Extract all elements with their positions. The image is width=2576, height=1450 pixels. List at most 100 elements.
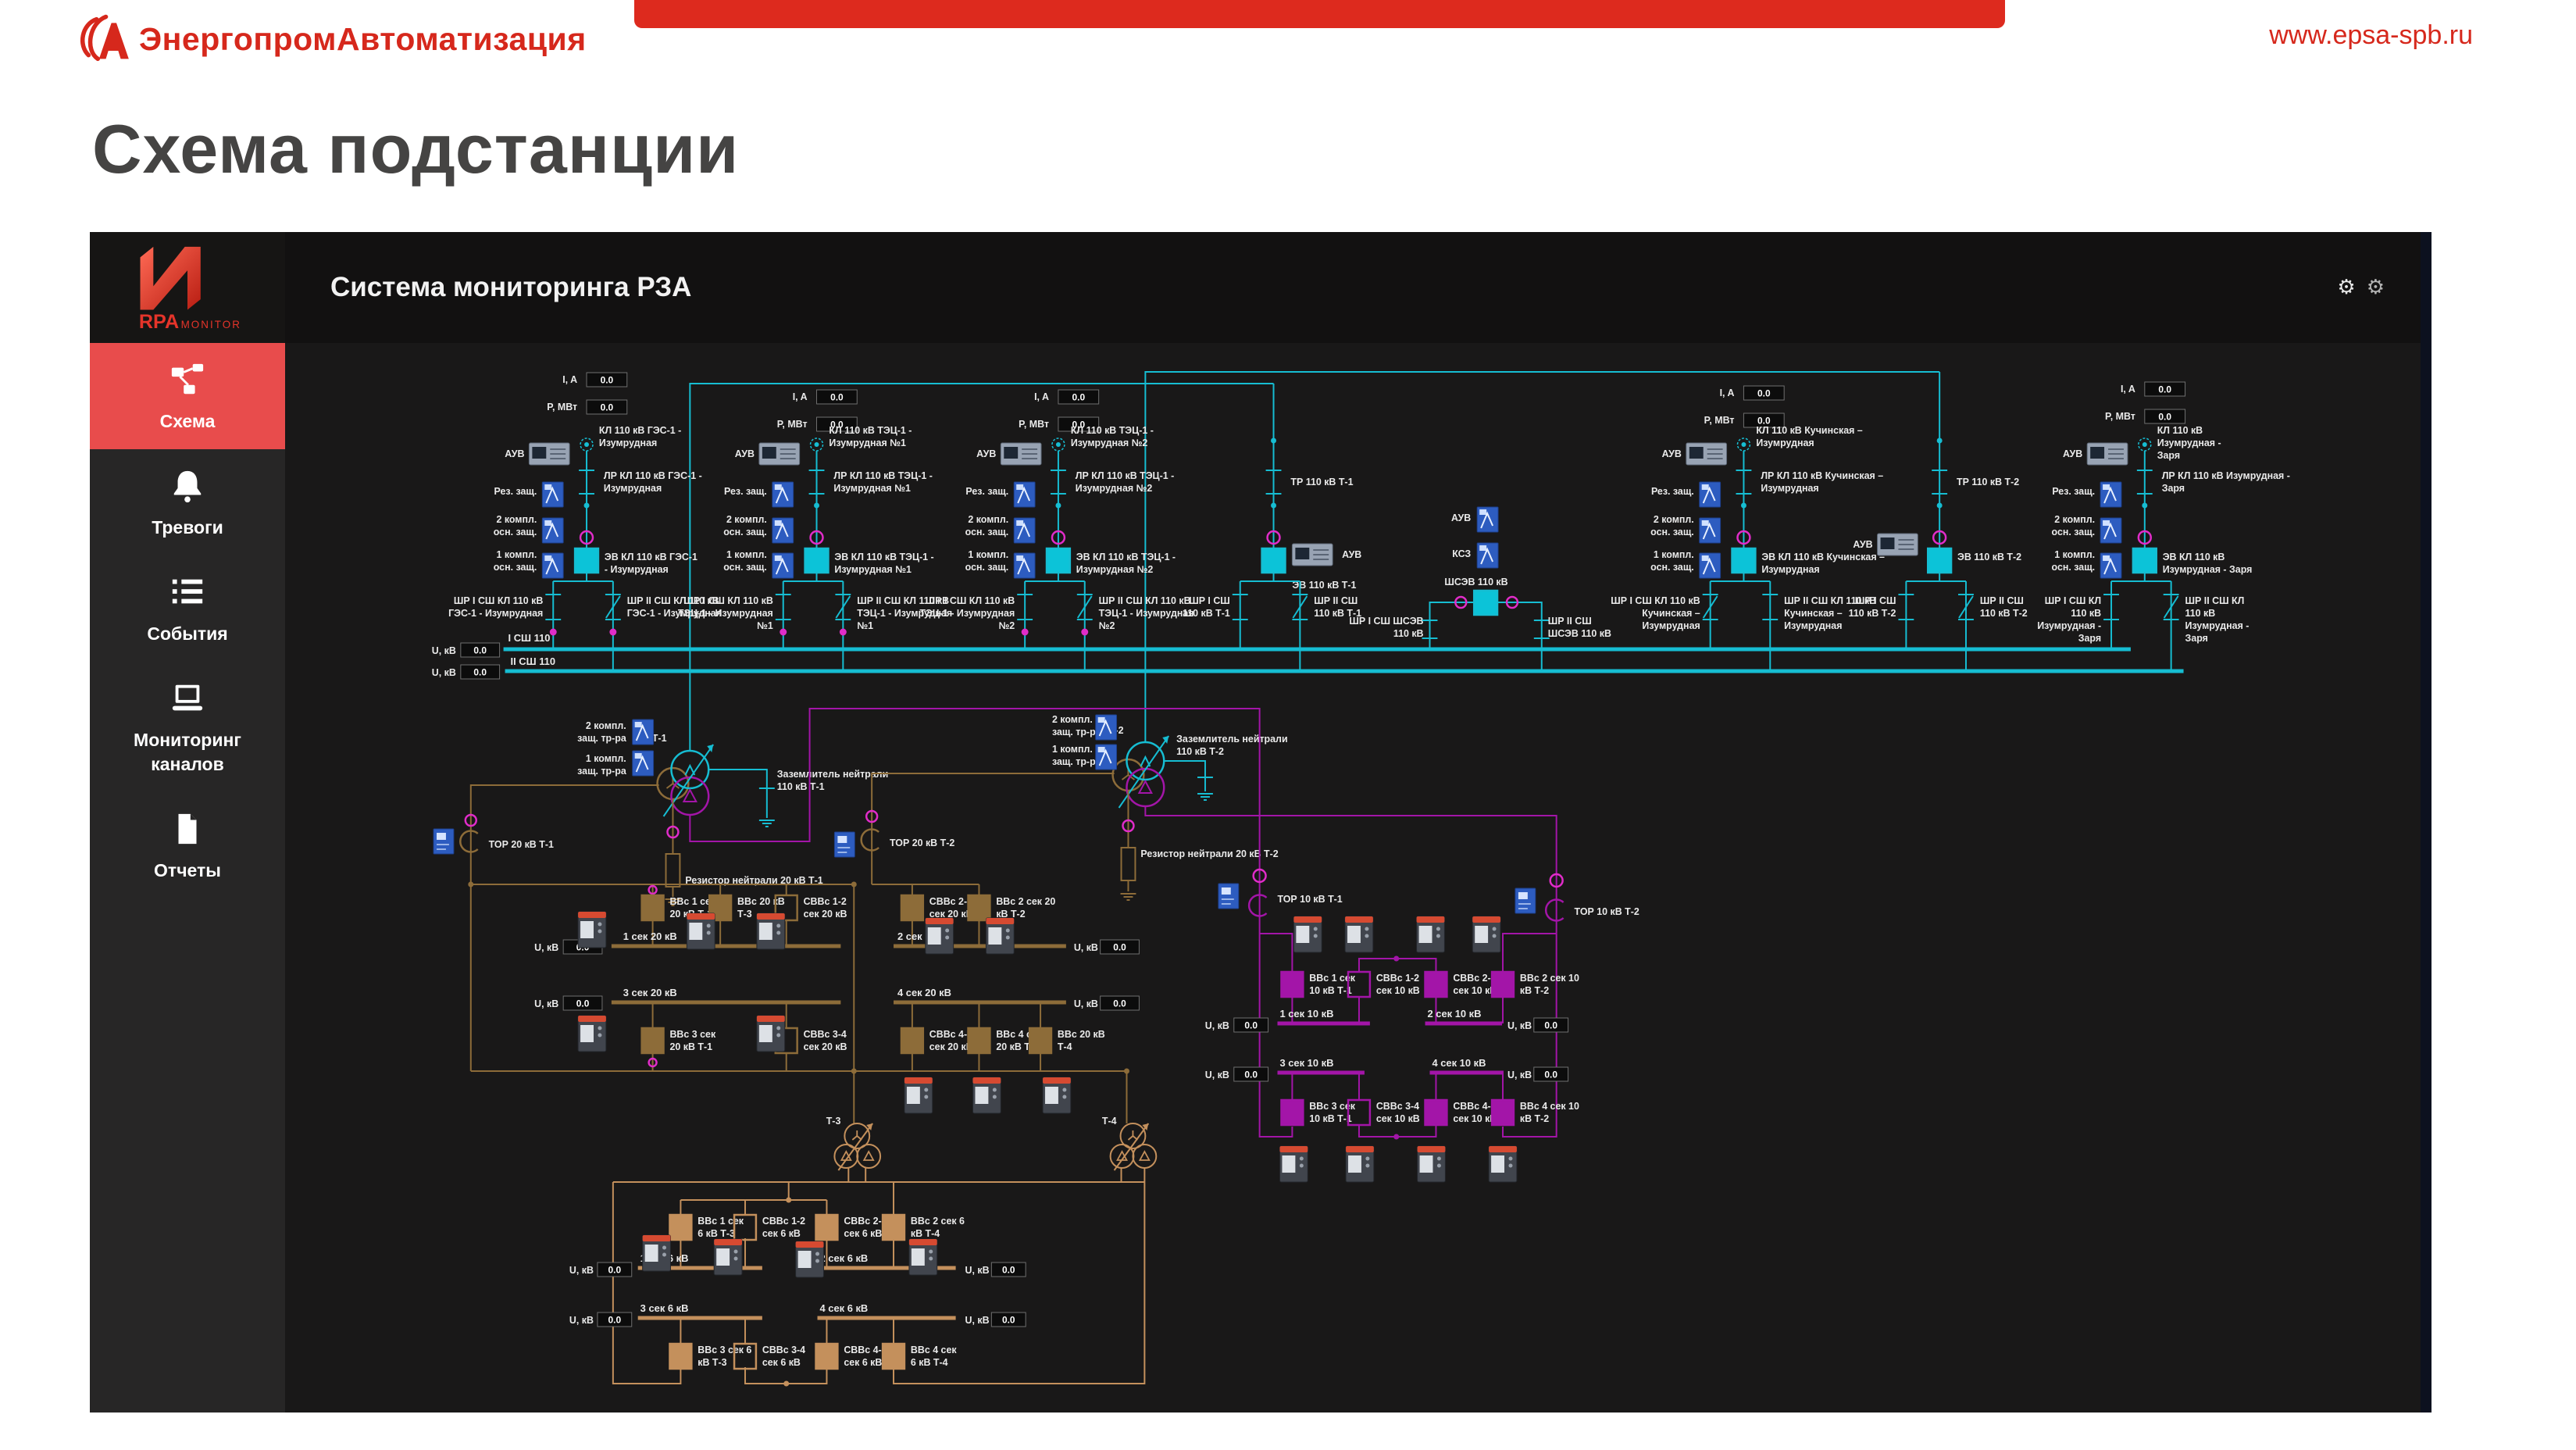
relay-device-bv[interactable]	[1095, 744, 1118, 770]
relay-device-bv[interactable]	[632, 719, 655, 745]
breaker-svvs21-10kv[interactable]	[1424, 970, 1448, 998]
breaker-vvs-20kv-t4[interactable]	[1028, 1027, 1053, 1055]
breaker-vvs4-6kv[interactable]	[881, 1342, 906, 1370]
relay-device-r[interactable]	[642, 1234, 671, 1272]
gear-outline-icon[interactable]: ⚙	[2366, 276, 2385, 299]
breaker-vvs2-6kv[interactable]	[881, 1213, 906, 1241]
relay-device-bv[interactable]	[772, 481, 794, 508]
breaker-svvs12-10kv[interactable]	[1347, 970, 1372, 998]
relay-device-bs[interactable]	[1515, 888, 1536, 914]
ground-symbol	[665, 898, 681, 906]
breaker-vvs3-6kv[interactable]	[669, 1342, 693, 1370]
breaker-bay-tr110-t1[interactable]	[1261, 547, 1286, 574]
breaker-svvs43-20kv[interactable]	[900, 1027, 925, 1055]
relay-device-bv[interactable]	[1013, 552, 1036, 579]
relay-device-bv[interactable]	[2100, 552, 2122, 579]
sidebar-item-schema[interactable]: Схема	[90, 343, 285, 450]
breaker-bay-kl110-kuchinskaya[interactable]	[1731, 547, 1757, 574]
relay-device-r[interactable]	[795, 1241, 824, 1278]
relay-device-bv[interactable]	[1476, 506, 1499, 533]
relay-device-bv[interactable]	[1699, 481, 1721, 508]
breaker-svvs12-20kv[interactable]	[774, 894, 798, 922]
relay-device-r[interactable]	[1042, 1077, 1072, 1114]
breaker-vvs1-10kv[interactable]	[1280, 970, 1304, 998]
relay-device-bv[interactable]	[541, 552, 564, 579]
transformer-t4	[1109, 1123, 1158, 1171]
breaker-bay-tr110-t2[interactable]	[1926, 547, 1953, 574]
relay-device-r[interactable]	[925, 917, 954, 955]
relay-device-r[interactable]	[756, 1015, 786, 1052]
relay-device-r[interactable]	[1344, 916, 1374, 953]
relay-device-r[interactable]	[577, 1015, 607, 1052]
breaker-bay-kl110-zarya[interactable]	[2132, 547, 2157, 574]
cable-terminal	[2138, 438, 2152, 452]
relay-device-gh[interactable]	[758, 442, 801, 466]
breaker-svvs43-10kv[interactable]	[1424, 1098, 1448, 1127]
relay-device-r[interactable]	[1279, 1145, 1308, 1183]
gear-filled-icon[interactable]: ⚙	[2337, 276, 2356, 299]
breaker-shsev-110kv[interactable]	[1472, 589, 1499, 616]
relay-device-bs[interactable]	[833, 831, 855, 858]
breaker-vvs2-20kv[interactable]	[967, 894, 991, 922]
relay-device-gh[interactable]	[2086, 442, 2128, 466]
sidebar-item-monitor[interactable]: Мониторинг каналов	[90, 662, 285, 792]
relay-device-gh[interactable]	[1877, 533, 1918, 556]
relay-device-r[interactable]	[1417, 1145, 1446, 1183]
breaker-svvs34-6kv[interactable]	[733, 1342, 758, 1370]
breaker-vvs2-10kv[interactable]	[1490, 970, 1515, 998]
relay-device-r[interactable]	[577, 911, 607, 948]
relay-device-r[interactable]	[904, 1077, 933, 1114]
site-url[interactable]: www.epsa-spb.ru	[2269, 20, 2473, 50]
relay-device-r[interactable]	[686, 912, 715, 950]
breaker-vvs3-10kv[interactable]	[1280, 1098, 1304, 1127]
relay-device-r[interactable]	[908, 1238, 938, 1276]
breaker-svvs43-6kv[interactable]	[815, 1342, 839, 1370]
breaker-bay-kl110-ges1[interactable]	[573, 547, 600, 574]
relay-device-bv[interactable]	[2100, 481, 2122, 508]
relay-device-r[interactable]	[1293, 916, 1322, 953]
relay-device-gh[interactable]	[1000, 442, 1042, 466]
relay-device-bv[interactable]	[1699, 517, 1721, 544]
relay-device-bv[interactable]	[541, 517, 564, 544]
relay-device-bv[interactable]	[772, 552, 794, 579]
diagram-label: 1 компл.осн. защ.	[494, 549, 537, 573]
relay-device-r[interactable]	[756, 912, 786, 950]
value-box: 0.0	[990, 1262, 1026, 1277]
breaker-svvs12-6kv[interactable]	[733, 1213, 758, 1241]
relay-device-gh[interactable]	[1291, 543, 1333, 566]
sidebar-item-list[interactable]: События	[90, 555, 285, 662]
relay-device-bv[interactable]	[2100, 517, 2122, 544]
relay-device-bv[interactable]	[1095, 714, 1118, 741]
relay-device-bv[interactable]	[772, 517, 794, 544]
relay-device-bs[interactable]	[1218, 883, 1240, 909]
breaker-svvs21-6kv[interactable]	[815, 1213, 839, 1241]
sidebar-item-bell[interactable]: Тревоги	[90, 449, 285, 555]
breaker-svvs34-10kv[interactable]	[1347, 1098, 1372, 1127]
breaker-bay-kl110-tec1-n2[interactable]	[1045, 547, 1072, 574]
relay-device-r[interactable]	[1345, 1145, 1375, 1183]
breaker-vvs3-20kv[interactable]	[640, 1027, 665, 1055]
svg-text:сек 6 кВ: сек 6 кВ	[844, 1357, 882, 1368]
relay-device-gh[interactable]	[528, 442, 570, 466]
relay-device-bv[interactable]	[1013, 481, 1036, 508]
relay-device-bv[interactable]	[541, 481, 564, 508]
breaker-bay-kl110-tec1-n1[interactable]	[804, 547, 830, 574]
relay-device-r[interactable]	[1416, 916, 1445, 953]
relay-device-r[interactable]	[1488, 1145, 1518, 1183]
relay-device-bv[interactable]	[1476, 542, 1499, 569]
sidebar-item-report[interactable]: Отчеты	[90, 792, 285, 898]
relay-device-bv[interactable]	[632, 750, 655, 777]
relay-device-r[interactable]	[972, 1077, 1001, 1114]
breaker-vvs1-6kv[interactable]	[669, 1213, 693, 1241]
relay-device-gh[interactable]	[1686, 442, 1728, 466]
relay-device-bv[interactable]	[1013, 517, 1036, 544]
relay-device-r[interactable]	[985, 917, 1015, 955]
breaker-vvs1-20kv[interactable]	[640, 894, 665, 922]
relay-device-bs[interactable]	[433, 828, 455, 855]
breaker-svvs21-20kv[interactable]	[900, 894, 925, 922]
breaker-vvs4-10kv[interactable]	[1490, 1098, 1515, 1127]
relay-device-r[interactable]	[713, 1238, 743, 1276]
breaker-vvs4-20kv[interactable]	[967, 1027, 991, 1055]
relay-device-r[interactable]	[1472, 916, 1501, 953]
relay-device-bv[interactable]	[1699, 552, 1721, 579]
